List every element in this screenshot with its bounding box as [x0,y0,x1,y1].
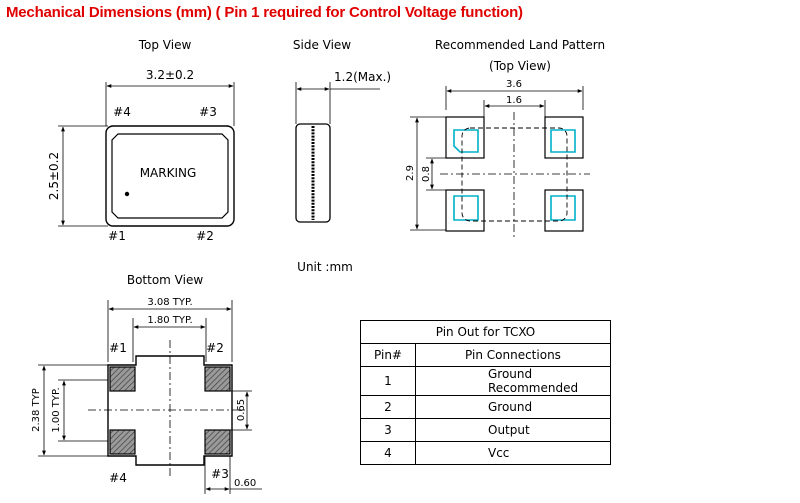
top-view-height-dim: 2.5±0.2 [47,152,61,200]
table-row: 1 Ground Recommended [360,366,611,396]
bottom-pad [204,366,231,392]
land-dim-1-6: 1.6 [506,95,522,106]
side-view-body [295,123,331,223]
land-dim-3-6: 3.6 [506,79,522,90]
side-view: Side View 1.2(Max.) [293,38,391,223]
pin-number: 1 [360,366,416,396]
bottom-dim-0-65: 0.65 [236,399,247,421]
table-row: 2 Ground [360,395,611,419]
table-header-pin: Pin# [360,343,416,367]
land-dim-2-9: 2.9 [405,165,416,181]
top-view-body [105,125,235,227]
top-view-pin1: #1 [108,229,126,243]
bottom-view-pin4: #4 [109,471,127,485]
bottom-pad [204,429,231,455]
top-view-pin2: #2 [196,229,214,243]
pin-number: 4 [360,441,416,465]
top-view-pin3: #3 [199,105,217,119]
pin-connection: Output [415,418,611,442]
table-header-connection: Pin Connections [415,343,611,367]
top-view-lid [111,133,229,219]
bottom-view-pin3: #3 [211,467,229,481]
bottom-view: Bottom View 3.08 TYP. 1.80 TYP. 2.38 TYP… [31,273,262,494]
bottom-view-title: Bottom View [127,273,203,287]
bottom-view-pin1: #1 [109,341,127,355]
top-view-pin4: #4 [113,105,131,119]
pin-connection: Ground Recommended [415,366,611,396]
pin-number: 3 [360,418,416,442]
bottom-dim-1-80: 1.80 TYP. [147,315,192,326]
table-title: Pin Out for TCXO [360,320,611,344]
pin-number: 2 [360,395,416,419]
side-view-height-dim: 1.2(Max.) [334,70,391,84]
bottom-view-pin2: #2 [206,341,224,355]
bottom-pad [109,429,136,455]
pin-out-table: Pin Out for TCXO Pin# Pin Connections 1 … [360,320,611,465]
side-view-title: Side View [293,38,351,52]
land-pattern: Recommended Land Pattern (Top View) 3.6 … [405,38,605,238]
unit-note: Unit :mm [297,260,353,274]
pin-connection: Vcc [415,441,611,465]
table-row: 3 Output [360,418,611,442]
land-dim-0-8: 0.8 [421,166,432,182]
top-view-width-dim: 3.2±0.2 [146,68,194,82]
table-row: 4 Vcc [360,441,611,465]
bottom-dim-2-38: 2.38 TYP [31,388,42,432]
bottom-dim-1-00: 1.00 TYP. [51,387,62,432]
top-view: Top View 3.2±0.2 2.5±0.2 MARKING #4 #3 #… [47,38,235,243]
top-view-marking: MARKING [140,166,197,180]
bottom-dim-3-08: 3.08 TYP. [147,297,192,308]
pin1-dot [124,191,130,197]
land-pattern-title: Recommended Land Pattern [435,38,605,52]
land-pattern-subtitle: (Top View) [489,59,551,73]
table-title-row: Pin Out for TCXO [360,320,611,344]
table-header-row: Pin# Pin Connections [360,343,611,367]
page-heading: Mechanical Dimensions (mm) ( Pin 1 requi… [6,4,523,21]
top-view-title: Top View [138,38,192,52]
bottom-pad [109,366,136,392]
bottom-dim-0-60: 0.60 [234,478,256,489]
pin-connection: Ground [415,395,611,419]
